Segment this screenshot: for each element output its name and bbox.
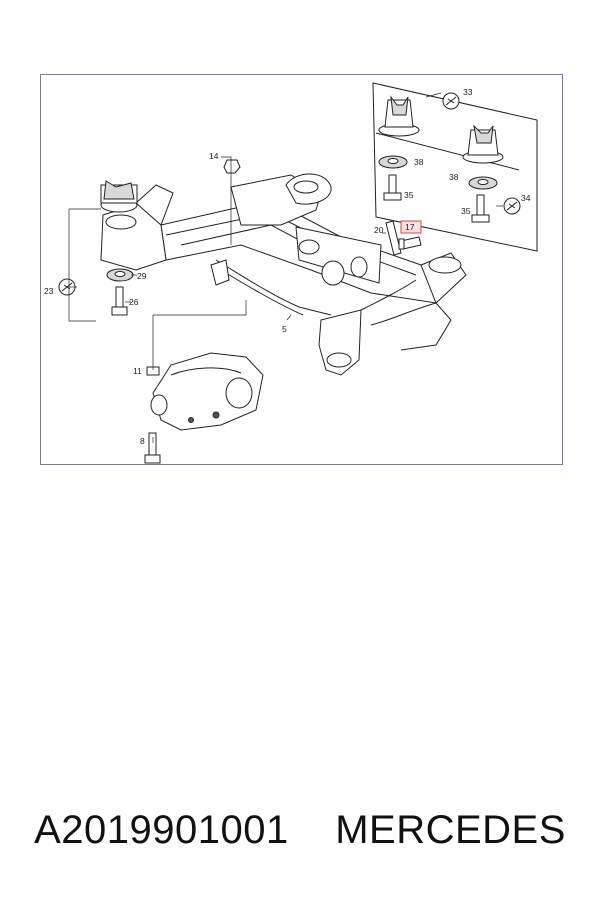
leader-lines (68, 92, 503, 443)
callout-17: 17 (405, 222, 415, 232)
wrench-icon-23 (58, 278, 76, 296)
wrench-icon-34 (503, 197, 521, 215)
callout-14: 14 (209, 151, 219, 161)
bolt-8 (144, 432, 161, 464)
callout-23: 23 (44, 286, 54, 296)
nut-14 (223, 159, 241, 174)
wrench-icon-33 (442, 92, 460, 110)
callout-35a: 35 (404, 190, 414, 200)
inset-panel (372, 82, 538, 252)
rubber-mount-left (100, 180, 138, 213)
bolt-17 (398, 236, 422, 250)
callout-29: 29 (137, 271, 147, 281)
exploded-parts-diagram: 33 38 35 38 34 35 20 17 14 23 29 26 5 11… (44, 82, 538, 464)
caption-gap (289, 808, 335, 853)
callout-34: 34 (521, 193, 531, 203)
callout-38b: 38 (449, 172, 459, 182)
nut-11 (146, 366, 160, 376)
caption: A2019901001 MERCEDES (0, 800, 600, 860)
bolt-35-left (383, 174, 402, 201)
callout-11: 11 (133, 366, 142, 376)
washer-38-right (468, 176, 498, 190)
callout-20: 20 (374, 225, 384, 235)
callout-38a: 38 (414, 157, 424, 167)
rubber-mount-33-left (378, 95, 420, 137)
highlight-box-17 (400, 220, 422, 234)
rear-axle-subframe (100, 173, 467, 376)
differential-housing (150, 352, 264, 431)
brand-name: MERCEDES (335, 807, 566, 852)
callout-26: 26 (129, 297, 139, 307)
callout-labels: 33 38 35 38 34 35 20 17 14 23 29 26 5 11… (44, 87, 531, 446)
washer-38-left (378, 155, 408, 169)
bolt-26 (111, 286, 128, 316)
bolt-35-right (471, 194, 490, 223)
rubber-mount-33-right (462, 124, 504, 164)
link-20 (385, 220, 402, 256)
callout-8: 8 (140, 436, 145, 446)
washer-29 (106, 268, 134, 282)
part-number: A2019901001 (34, 807, 289, 852)
diagram-frame: 33 38 35 38 34 35 20 17 14 23 29 26 5 11… (40, 74, 563, 465)
callout-35b: 35 (461, 206, 471, 216)
callout-33: 33 (463, 87, 473, 97)
callout-5: 5 (282, 324, 287, 334)
